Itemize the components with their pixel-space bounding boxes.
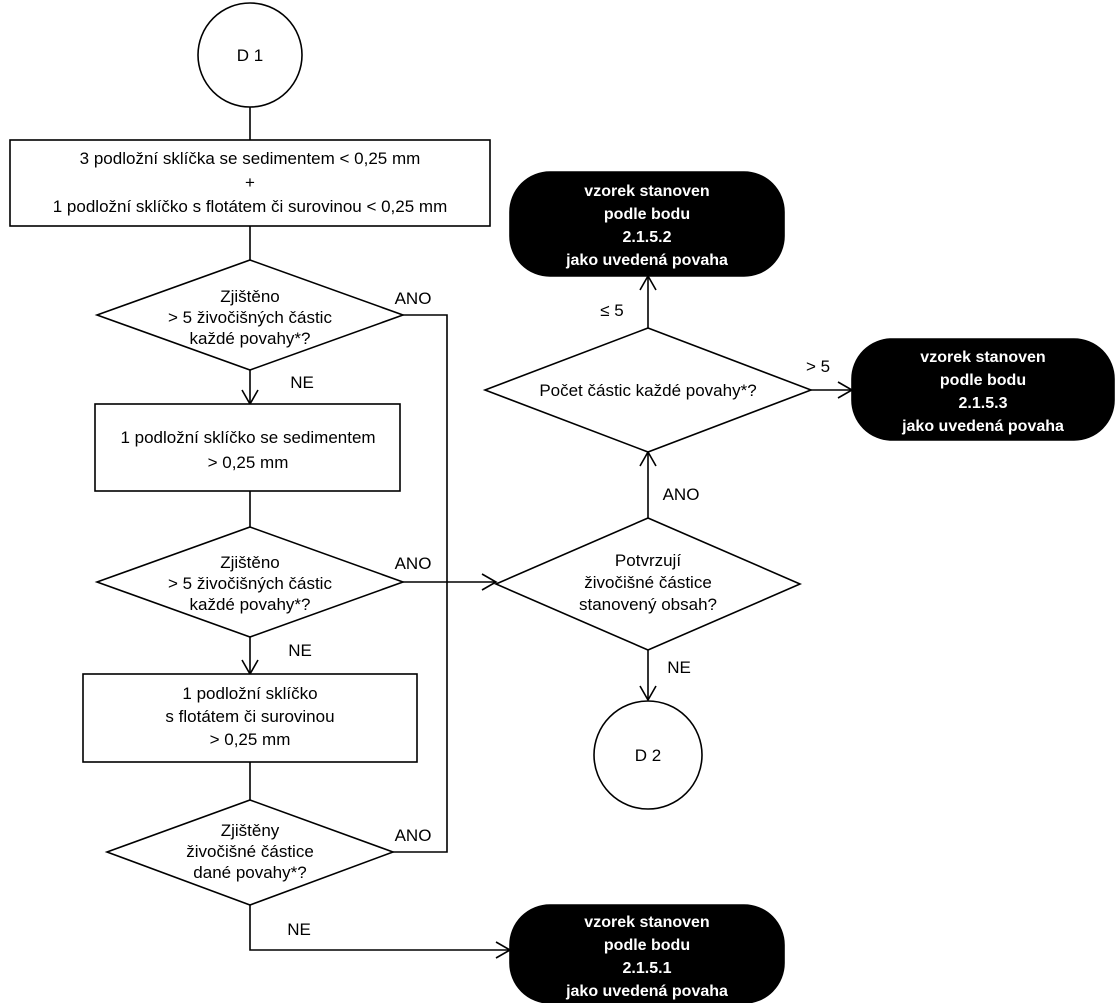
box-sediment-small: 3 podložní sklíčka se sedimentem < 0,25 … bbox=[9, 139, 491, 227]
d3-line2: živočišné částice bbox=[186, 842, 314, 861]
d1-line1: Zjištěno bbox=[220, 287, 280, 306]
box3-line3: > 0,25 mm bbox=[210, 730, 291, 749]
decision-d2: Zjištěno > 5 živočišných částic každé po… bbox=[94, 526, 406, 638]
confirm-line1: Potvrzují bbox=[615, 551, 681, 570]
box2-line2: > 0,25 mm bbox=[208, 453, 289, 472]
box1-line2: + bbox=[245, 173, 255, 192]
box1-line3: 1 podložní sklíčko s flotátem či surovin… bbox=[53, 197, 448, 216]
edge-labels: ANO NE ANO NE ANO NE ANO NE ≤ 5 > 5 bbox=[287, 289, 830, 939]
t2152-line2: podle bodu bbox=[604, 206, 690, 223]
edge-d3-yes bbox=[393, 582, 448, 853]
box3-line2: s flotátem či surovinou bbox=[165, 707, 334, 726]
label-count-gt5: > 5 bbox=[806, 357, 830, 376]
t2152-line1: vzorek stanoven bbox=[584, 183, 709, 200]
arrowhead-to-d2 bbox=[639, 685, 657, 702]
t2152-line4: jako uvedená povaha bbox=[565, 252, 728, 269]
box3-line1: 1 podložní sklíčko bbox=[182, 684, 317, 703]
label-confirm-no: NE bbox=[667, 658, 691, 677]
box-flotate-large: 1 podložní sklíčko s flotátem či surovin… bbox=[82, 673, 418, 763]
label-d2-yes: ANO bbox=[395, 554, 432, 573]
t2151-line2: podle bodu bbox=[604, 937, 690, 954]
edge-d3-no bbox=[249, 905, 510, 951]
end-connector: D 2 bbox=[593, 700, 703, 810]
label-d3-no: NE bbox=[287, 920, 311, 939]
t2153-line3: 2.1.5.3 bbox=[959, 395, 1008, 412]
d2-line1: Zjištěno bbox=[220, 553, 280, 572]
confirm-line3: stanovený obsah? bbox=[579, 595, 717, 614]
t2153-line1: vzorek stanoven bbox=[920, 349, 1045, 366]
decision-confirm: Potvrzují živočišné částice stanovený ob… bbox=[493, 517, 803, 651]
terminal-2151: vzorek stanoven podle bodu 2.1.5.1 jako … bbox=[509, 904, 785, 1003]
confirm-line2: živočišné částice bbox=[584, 573, 712, 592]
arrowhead-to-confirm bbox=[481, 573, 498, 591]
edge-d1-yes bbox=[403, 314, 448, 582]
label-d2-no: NE bbox=[288, 641, 312, 660]
d3-line1: Zjištěny bbox=[221, 821, 280, 840]
t2153-line4: jako uvedená povaha bbox=[901, 418, 1064, 435]
t2152-line3: 2.1.5.2 bbox=[623, 229, 672, 246]
decision-d1: Zjištěno > 5 živočišných částic každé po… bbox=[94, 259, 406, 371]
label-d3-yes: ANO bbox=[395, 826, 432, 845]
t2153-line2: podle bodu bbox=[940, 372, 1026, 389]
label-count-le5: ≤ 5 bbox=[600, 301, 624, 320]
box2-line1: 1 podložní sklíčko se sedimentem bbox=[120, 428, 375, 447]
label-d1-no: NE bbox=[290, 373, 314, 392]
box1-line1: 3 podložní sklíčka se sedimentem < 0,25 … bbox=[80, 149, 421, 168]
d2-line2: > 5 živočišných částic bbox=[168, 574, 332, 593]
end-connector-label: D 2 bbox=[635, 746, 661, 765]
label-d1-yes: ANO bbox=[395, 289, 432, 308]
box-sediment-large: 1 podložní sklíčko se sedimentem > 0,25 … bbox=[94, 403, 401, 492]
start-connector-label: D 1 bbox=[237, 46, 263, 65]
count-line1: Počet částic každé povahy*? bbox=[539, 381, 756, 400]
d1-line3: každé povahy*? bbox=[190, 329, 311, 348]
d1-line2: > 5 živočišných částic bbox=[168, 308, 332, 327]
d3-line3: dané povahy*? bbox=[193, 863, 306, 882]
decision-d3: Zjištěny živočišné částice dané povahy*? bbox=[104, 799, 396, 906]
label-confirm-yes: ANO bbox=[663, 485, 700, 504]
terminal-2152: vzorek stanoven podle bodu 2.1.5.2 jako … bbox=[509, 171, 785, 277]
t2151-line1: vzorek stanoven bbox=[584, 914, 709, 931]
d2-line3: každé povahy*? bbox=[190, 595, 311, 614]
terminal-2153: vzorek stanoven podle bodu 2.1.5.3 jako … bbox=[851, 338, 1115, 441]
t2151-line4: jako uvedená povaha bbox=[565, 983, 728, 1000]
start-connector: D 1 bbox=[197, 2, 303, 108]
t2151-line3: 2.1.5.1 bbox=[623, 960, 672, 977]
decision-count: Počet částic každé povahy*? bbox=[482, 327, 814, 453]
